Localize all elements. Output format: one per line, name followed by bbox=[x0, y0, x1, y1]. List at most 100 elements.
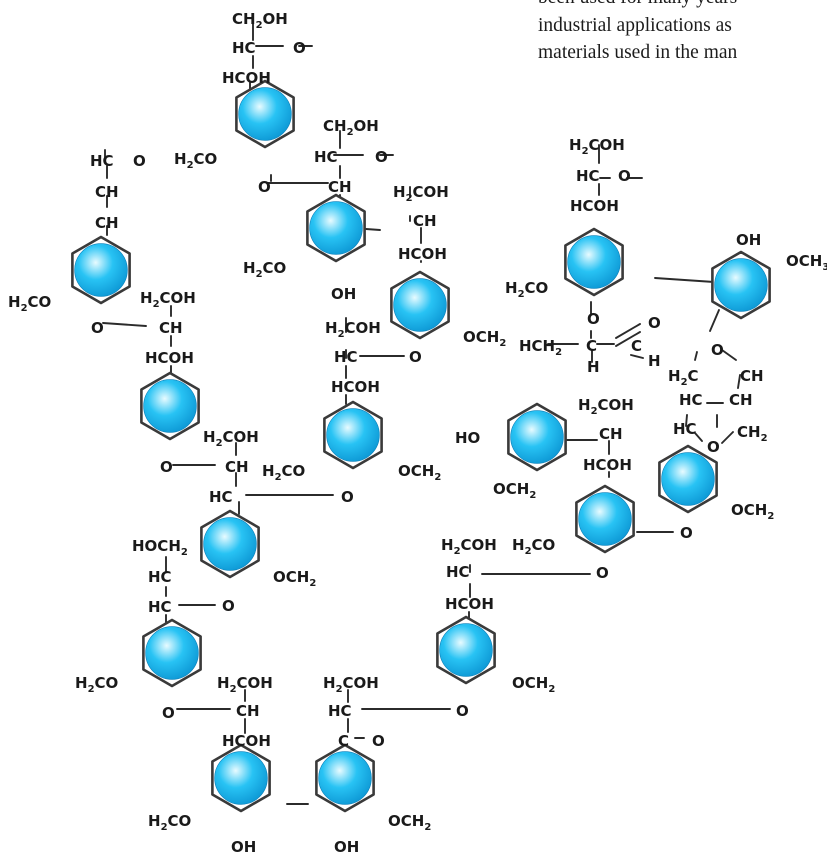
aromatic-ball bbox=[714, 258, 768, 312]
atom-label: O bbox=[341, 488, 354, 506]
atom-label: O bbox=[596, 564, 609, 582]
benzene-ring bbox=[507, 402, 567, 472]
aromatic-ball bbox=[510, 410, 564, 464]
atom-label: H2CO bbox=[174, 150, 217, 171]
aromatic-ball bbox=[145, 626, 199, 680]
atom-label: O bbox=[456, 702, 469, 720]
bond-line bbox=[721, 349, 737, 361]
atom-label: H2C bbox=[668, 367, 699, 388]
aromatic-ball bbox=[309, 201, 363, 255]
bond-line bbox=[685, 414, 688, 427]
atom-label: HCOH bbox=[331, 378, 380, 396]
atom-label: OH bbox=[231, 838, 256, 852]
atom-label: O bbox=[160, 458, 173, 476]
atom-label: H2COH bbox=[578, 396, 634, 417]
atom-label: OCH2 bbox=[493, 480, 536, 501]
benzene-ring bbox=[436, 615, 496, 685]
atom-label: OH bbox=[736, 231, 761, 249]
aromatic-ball bbox=[214, 751, 268, 805]
aromatic-ball bbox=[238, 87, 292, 141]
atom-label: O bbox=[372, 732, 385, 750]
atom-label: H bbox=[587, 358, 600, 376]
benzene-ring bbox=[658, 444, 718, 514]
atom-label: CH bbox=[729, 391, 753, 409]
atom-label: OCH2 bbox=[398, 462, 441, 483]
intro-line-3: materials used in the man bbox=[538, 42, 738, 63]
atom-label: HC bbox=[209, 488, 233, 506]
atom-label: O bbox=[375, 148, 388, 166]
atom-label: H2COH bbox=[441, 536, 497, 557]
aromatic-ball bbox=[318, 751, 372, 805]
atom-label: HO bbox=[455, 429, 480, 447]
atom-label: HCOH bbox=[570, 197, 619, 215]
atom-label: HC bbox=[334, 348, 358, 366]
atom-label: H2COH bbox=[569, 136, 625, 157]
atom-label: O bbox=[707, 438, 720, 456]
atom-label: HC bbox=[328, 702, 352, 720]
atom-label: OH bbox=[331, 285, 356, 303]
atom-label: OCH2 bbox=[731, 501, 774, 522]
atom-label: OCH2 bbox=[463, 328, 506, 349]
atom-label: H2CO bbox=[148, 812, 191, 833]
atom-label: HC bbox=[314, 148, 338, 166]
intro-paragraph-fragment: been used for many years industrial appl… bbox=[538, 0, 827, 84]
aromatic-rings bbox=[71, 79, 771, 813]
bond-line bbox=[721, 431, 734, 444]
atom-label: C bbox=[338, 732, 349, 750]
intro-line-1: been used for many years bbox=[538, 0, 827, 12]
atom-label: HCH2 bbox=[519, 337, 562, 358]
atom-label: O bbox=[680, 524, 693, 542]
atom-label: HCOH bbox=[583, 456, 632, 474]
atom-label: O bbox=[618, 167, 631, 185]
intro-line-2: industrial applications as bbox=[538, 14, 732, 36]
atom-label: CH bbox=[236, 702, 260, 720]
benzene-ring bbox=[211, 743, 271, 813]
benzene-ring bbox=[575, 484, 635, 554]
atom-label: CH bbox=[225, 458, 249, 476]
atom-label: O bbox=[222, 597, 235, 615]
benzene-ring bbox=[711, 250, 771, 320]
atom-label: HCOH bbox=[445, 595, 494, 613]
aromatic-ball bbox=[203, 517, 257, 571]
atom-label: CH bbox=[328, 178, 352, 196]
benzene-ring bbox=[200, 509, 260, 579]
atom-label: H2COH bbox=[217, 674, 273, 695]
atom-label: CH2OH bbox=[323, 117, 379, 138]
atom-label: O bbox=[648, 314, 661, 332]
bond-lines bbox=[102, 23, 741, 805]
atom-label: OCH2 bbox=[273, 568, 316, 589]
atom-label: CH2OH bbox=[232, 10, 288, 31]
atom-label: CH bbox=[159, 319, 183, 337]
benzene-ring bbox=[564, 227, 624, 297]
atom-label: O bbox=[409, 348, 422, 366]
atom-label: C bbox=[631, 337, 642, 355]
atom-label: O bbox=[711, 341, 724, 359]
benzene-ring bbox=[71, 235, 131, 305]
aromatic-ball bbox=[567, 235, 621, 289]
aromatic-ball bbox=[326, 408, 380, 462]
benzene-ring bbox=[390, 270, 450, 340]
atom-label: O bbox=[587, 310, 600, 328]
atom-label: H2COH bbox=[325, 319, 381, 340]
atom-label: O bbox=[133, 152, 146, 170]
atom-label: HCOH bbox=[222, 69, 271, 87]
atom-label: H2COH bbox=[140, 289, 196, 310]
atom-label: HC bbox=[576, 167, 600, 185]
bond-line bbox=[737, 374, 741, 389]
atom-label: O bbox=[258, 178, 271, 196]
bond-line bbox=[694, 351, 698, 361]
aromatic-ball bbox=[143, 379, 197, 433]
bond-line bbox=[102, 322, 147, 327]
aromatic-ball bbox=[578, 492, 632, 546]
atom-label: HCOH bbox=[145, 349, 194, 367]
benzene-ring bbox=[306, 193, 366, 263]
atom-label: CH bbox=[740, 367, 764, 385]
atom-label: O bbox=[91, 319, 104, 337]
atom-label: HCOH bbox=[222, 732, 271, 750]
atom-label: H bbox=[648, 352, 661, 370]
atom-label: H2CO bbox=[512, 536, 555, 557]
atom-label: HOCH2 bbox=[132, 537, 188, 558]
aromatic-ball bbox=[661, 452, 715, 506]
atom-label: HC bbox=[673, 420, 697, 438]
atom-label: CH bbox=[95, 214, 119, 232]
